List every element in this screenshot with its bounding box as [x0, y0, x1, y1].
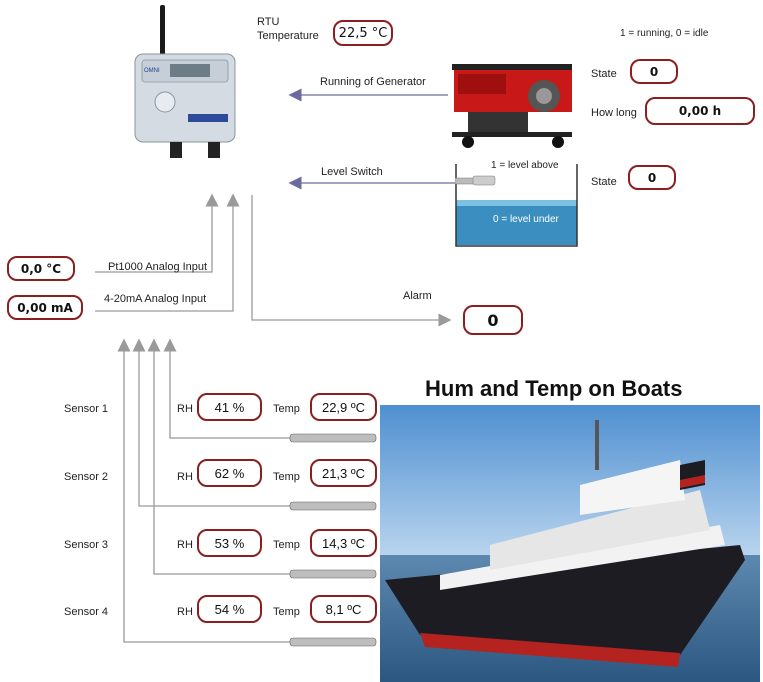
sensor-2-temp-value: 21,3 ºC — [310, 459, 377, 487]
state-legend: 1 = running, 0 = idle — [620, 28, 709, 39]
rtu-label-line2: Temperature — [257, 30, 319, 42]
sensor-3-rh-label: RH — [177, 539, 193, 551]
sensor-2-name: Sensor 2 — [64, 471, 109, 483]
sensor-probes — [289, 433, 377, 647]
generator-how-long-value: 0,00 h — [645, 97, 755, 125]
ship-image — [380, 405, 760, 682]
boats-title: Hum and Temp on Boats — [425, 376, 683, 401]
sensor-4-name: Sensor 4 — [64, 606, 109, 618]
level-tank — [455, 164, 578, 247]
alarm-value: 0 — [463, 305, 523, 335]
level-above-text: 1 = level above — [491, 160, 559, 171]
ma-label: 4-20mA Analog Input — [104, 293, 207, 305]
sensor-1-name: Sensor 1 — [64, 403, 109, 415]
alarm-arrow — [251, 195, 452, 327]
sensor-4-rh-value: 54 % — [197, 595, 262, 623]
rtu-temperature-value: 22,5 °C — [333, 20, 393, 46]
pt1000-value: 0,0 °C — [7, 256, 75, 281]
rtu-label-line1: RTU — [257, 16, 280, 28]
ma-arrow — [95, 193, 240, 312]
sensor-1-temp-label: Temp — [273, 403, 300, 415]
ma-value: 0,00 mA — [7, 295, 83, 320]
sensor-3-rh-value: 53 % — [197, 529, 262, 557]
alarm-label: Alarm — [403, 290, 432, 302]
level-switch-label: Level Switch — [321, 166, 383, 178]
sensor-3-temp-label: Temp — [273, 539, 300, 551]
sensor-2-rh-value: 62 % — [197, 459, 262, 487]
sensor-1-line — [163, 338, 375, 439]
generator-state-value: 0 — [630, 59, 678, 84]
sensor-2-temp-label: Temp — [273, 471, 300, 483]
sensor-4-rh-label: RH — [177, 606, 193, 618]
sensor-1-rh-label: RH — [177, 403, 193, 415]
sensor-3-temp-value: 14,3 ºC — [310, 529, 377, 557]
sensor-1-rh-value: 41 % — [197, 393, 262, 421]
level-under-text: 0 = level under — [493, 214, 559, 225]
generator-image — [452, 64, 572, 148]
sensor-2-rh-label: RH — [177, 471, 193, 483]
rtu-device: OMNI — [134, 5, 236, 158]
pt1000-label: Pt1000 Analog Input — [108, 261, 208, 273]
sensor-3-name: Sensor 3 — [64, 539, 109, 551]
level-state-label: State — [591, 176, 617, 188]
generator-label: Running of Generator — [320, 76, 426, 88]
generator-how-long-label: How long — [591, 107, 637, 119]
generator-state-label: State — [591, 68, 617, 80]
rtu-brand: OMNI — [144, 68, 160, 74]
sensor-4-temp-label: Temp — [273, 606, 300, 618]
sensor-4-temp-value: 8,1 ºC — [310, 595, 377, 623]
sensor-1-temp-value: 22,9 ºC — [310, 393, 377, 421]
pt1000-arrow — [95, 193, 219, 273]
level-state-value: 0 — [628, 165, 676, 190]
